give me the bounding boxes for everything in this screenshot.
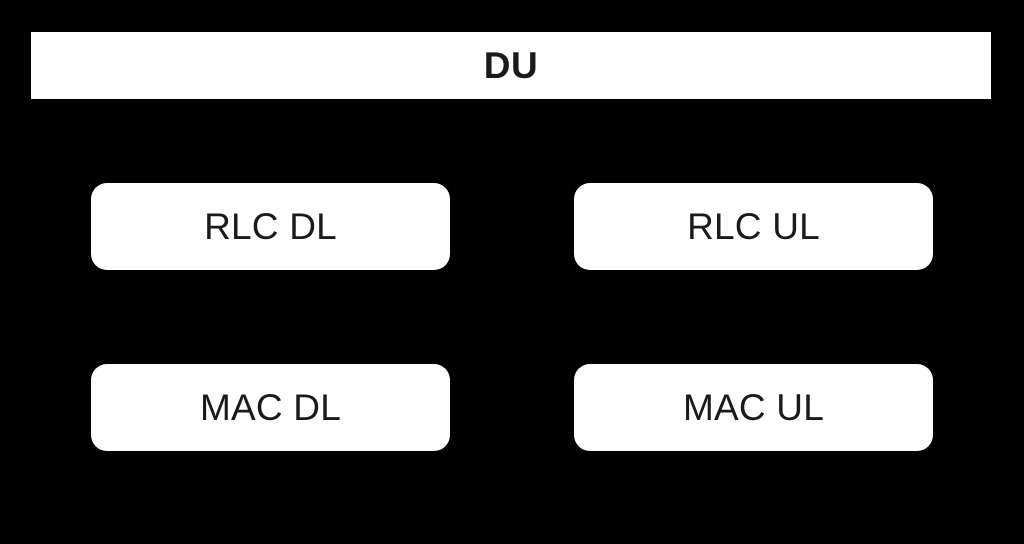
du-container-header: DU xyxy=(31,32,991,99)
block-label-rlc-ul: RLC UL xyxy=(687,206,820,247)
block-label-mac-dl: MAC DL xyxy=(200,387,341,428)
block-label-rlc-dl: RLC DL xyxy=(204,206,337,247)
du-header-label: DU xyxy=(483,45,539,86)
block-label-mac-ul: MAC UL xyxy=(683,387,824,428)
block-rlc-dl: RLC DL xyxy=(91,183,450,270)
block-rlc-ul: RLC UL xyxy=(574,183,933,270)
block-mac-ul: MAC UL xyxy=(574,364,933,451)
block-mac-dl: MAC DL xyxy=(91,364,450,451)
